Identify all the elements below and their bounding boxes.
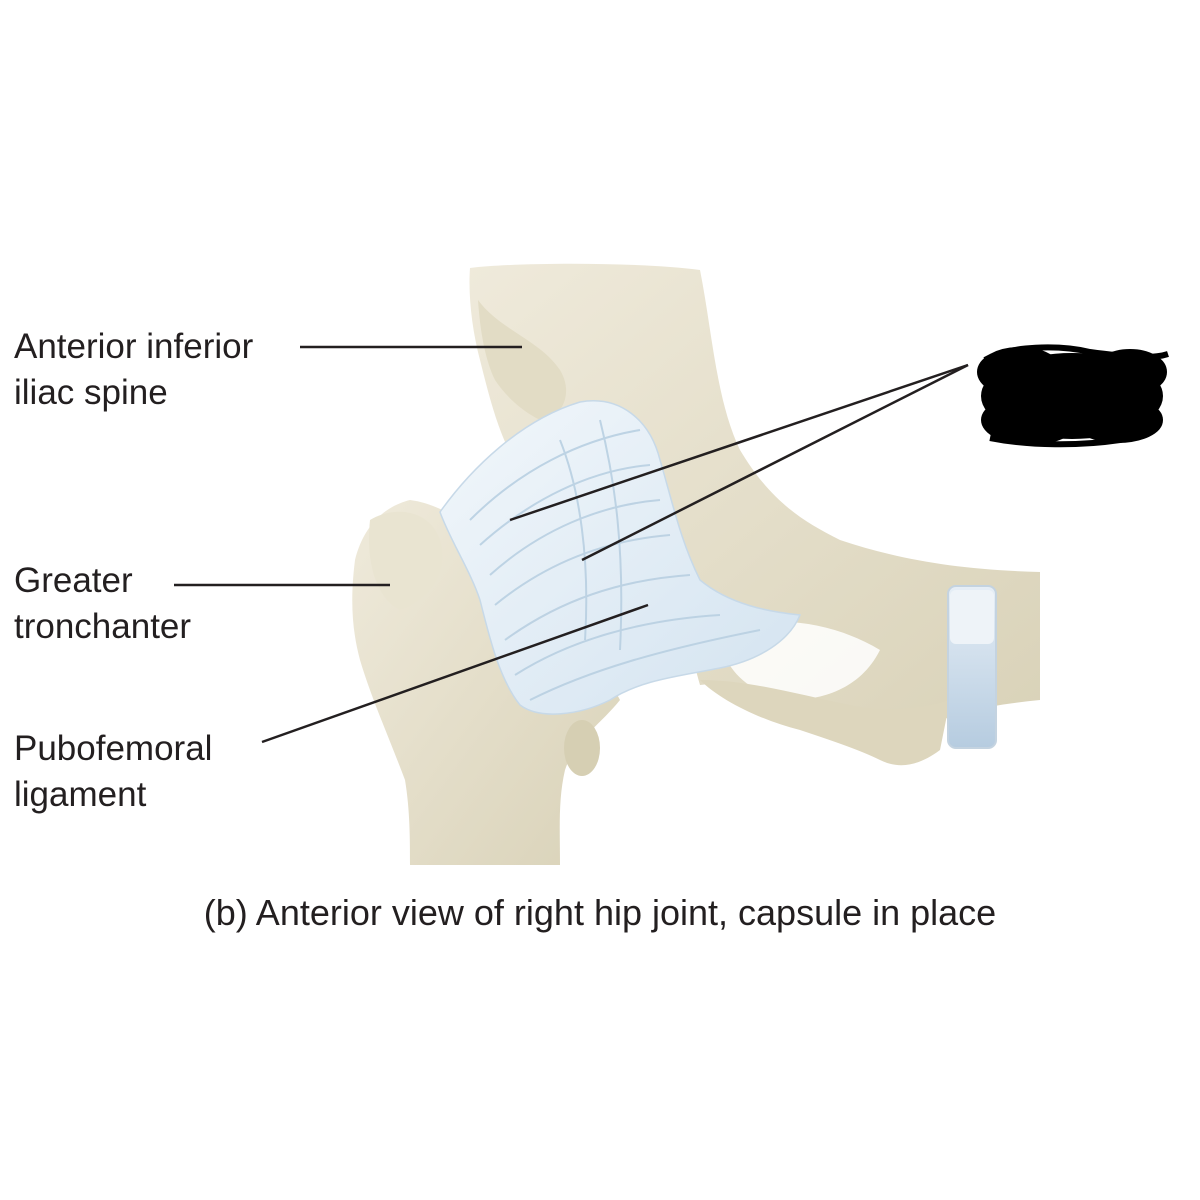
label-line: Greater — [14, 561, 133, 600]
leader-line-pubofemoral — [261, 603, 649, 744]
label-line: tronchanter — [14, 607, 192, 646]
aiis-bump — [478, 300, 567, 420]
pubic-symphysis-band-top — [950, 590, 994, 644]
label-line: Anterior inferior — [14, 327, 254, 366]
label-line: ligament — [14, 775, 147, 814]
scribbled-out-label — [977, 344, 1169, 448]
ilium-bone — [469, 263, 1040, 744]
label-line: iliac spine — [14, 373, 168, 412]
leader-line-obscured-2 — [581, 363, 969, 562]
label-pubofemoral-ligament: Pubofemoral ligament — [14, 726, 212, 818]
label-line: Pubofemoral — [14, 729, 213, 768]
label-greater-tronchanter: Greater tronchanter — [14, 558, 191, 650]
lesser-trochanter — [564, 720, 600, 776]
figure-caption: (b) Anterior view of right hip joint, ca… — [203, 892, 997, 933]
leader-line-obscured-1 — [509, 363, 969, 522]
label-anterior-inferior-iliac-spine: Anterior inferior iliac spine — [14, 324, 253, 416]
pubic-ramus — [700, 680, 950, 766]
ligament-fibers — [469, 419, 761, 701]
